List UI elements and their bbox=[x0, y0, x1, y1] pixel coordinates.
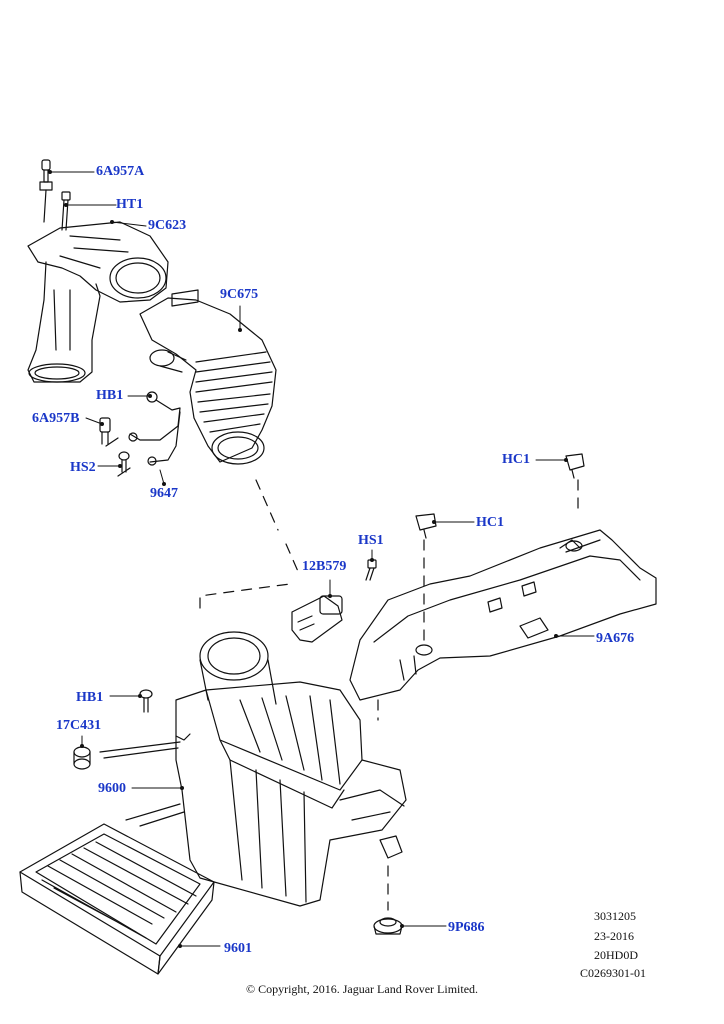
callout-hc1-right[interactable]: HC1 bbox=[502, 452, 530, 467]
callout-9c623[interactable]: 9C623 bbox=[148, 218, 187, 233]
filter-element-9601 bbox=[19, 823, 215, 975]
callout-6a957b[interactable]: 6A957B bbox=[32, 411, 80, 426]
callout-ht1[interactable]: HT1 bbox=[116, 197, 144, 212]
callout-hs2[interactable]: HS2 bbox=[70, 460, 96, 475]
reference-line-2: 23-2016 bbox=[594, 929, 634, 943]
bolt-hb1-lower bbox=[139, 689, 153, 713]
leader-lines bbox=[49, 171, 595, 947]
callout-9600[interactable]: 9600 bbox=[98, 781, 126, 796]
callout-9601[interactable]: 9601 bbox=[224, 941, 252, 956]
bolt-ht1 bbox=[61, 191, 71, 231]
callout-12b579[interactable]: 12B579 bbox=[302, 559, 347, 574]
mass-airflow-sensor-12b579 bbox=[291, 595, 343, 643]
clip-hc1-mid bbox=[415, 513, 437, 539]
callout-hs1[interactable]: HS1 bbox=[358, 533, 384, 548]
reference-line-3: 20HD0D bbox=[594, 948, 638, 962]
callout-9a676[interactable]: 9A676 bbox=[596, 631, 635, 646]
air-cleaner-9600 bbox=[99, 631, 407, 907]
reference-line-4: C0269301-01 bbox=[580, 966, 646, 980]
callout-9c675[interactable]: 9C675 bbox=[220, 287, 259, 302]
copyright-notice: © Copyright, 2016. Jaguar Land Rover Lim… bbox=[245, 982, 479, 996]
callout-hc1-mid[interactable]: HC1 bbox=[476, 515, 504, 530]
callout-9647[interactable]: 9647 bbox=[150, 486, 178, 501]
intake-hose-9c675 bbox=[139, 289, 277, 465]
callout-hb1-top[interactable]: HB1 bbox=[96, 388, 124, 403]
sensor-6a957b bbox=[99, 417, 111, 445]
intake-duct-9c623 bbox=[27, 221, 169, 383]
grommet-9p686 bbox=[373, 917, 403, 935]
callout-9p686[interactable]: 9P686 bbox=[448, 920, 485, 935]
grommet-17c431 bbox=[73, 746, 91, 770]
bracket-9647 bbox=[128, 391, 181, 466]
clip-hc1-right bbox=[565, 453, 585, 479]
screw-hs1 bbox=[365, 559, 377, 581]
callout-6a957a[interactable]: 6A957A bbox=[96, 164, 145, 179]
reference-line-1: 3031205 bbox=[594, 909, 636, 923]
callout-hb1-low[interactable]: HB1 bbox=[76, 690, 104, 705]
callout-17c431[interactable]: 17C431 bbox=[56, 718, 102, 733]
inlet-duct-9a676 bbox=[349, 529, 657, 701]
sensor-bolt-6a957a bbox=[39, 159, 53, 223]
